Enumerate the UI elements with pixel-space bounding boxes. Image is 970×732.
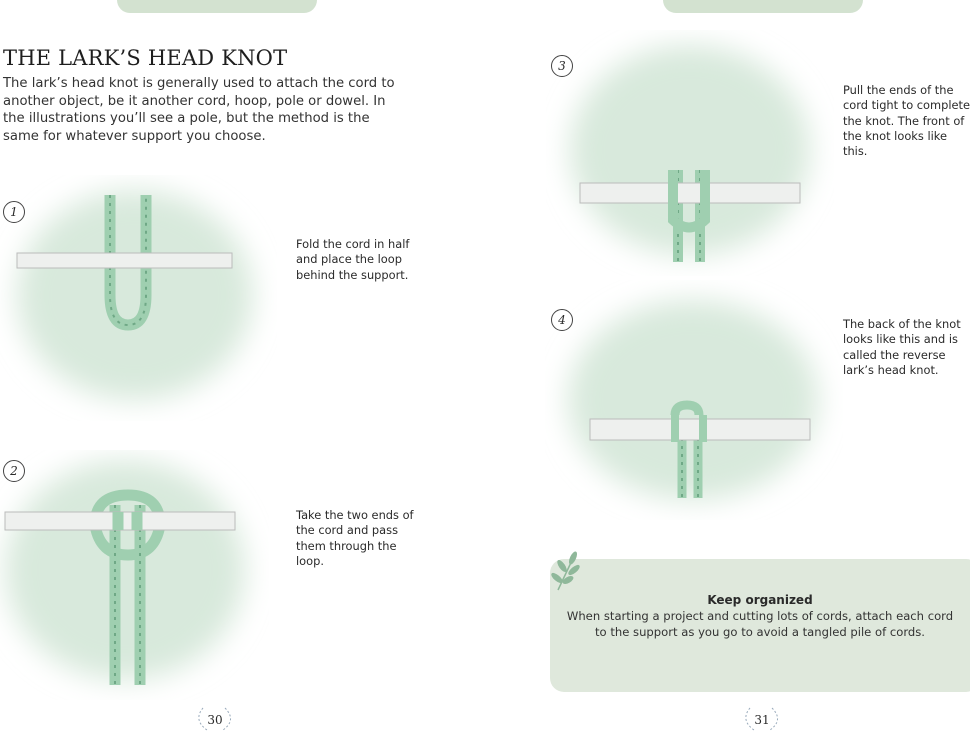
step-2-text: Take the two ends of the cord and pass t… <box>296 508 414 568</box>
tip-box <box>550 559 970 692</box>
step-3-text: Pull the ends of the cord tight to compl… <box>843 83 970 159</box>
illustration-step-4 <box>568 300 818 500</box>
top-banner-right <box>663 0 863 13</box>
step-1-text: Fold the cord in half and place the loop… <box>296 237 410 282</box>
step-number-1: 1 <box>3 201 25 223</box>
step-4-text: The back of the knot looks like this and… <box>843 317 961 377</box>
wreath-icon-left <box>198 707 231 731</box>
page-number-left: 30 <box>207 713 223 727</box>
top-banner-left <box>117 0 317 13</box>
step-number-3: 3 <box>551 55 573 77</box>
intro-text: The lark’s head knot is generally used t… <box>3 76 395 144</box>
page-title: THE LARK’S HEAD KNOT <box>3 46 288 70</box>
illustration-step-3 <box>570 45 810 262</box>
step-number-4: 4 <box>551 309 573 331</box>
tip-body: When starting a project and cutting lots… <box>566 609 954 639</box>
page-number-right: 31 <box>754 713 770 727</box>
illustration-step-1 <box>16 190 253 400</box>
illustration-step-2 <box>4 460 245 685</box>
tip-title: Keep organized <box>707 593 813 607</box>
step-number-2: 2 <box>3 460 25 482</box>
wreath-icon-right <box>745 707 778 731</box>
leaf-icon <box>551 551 580 591</box>
